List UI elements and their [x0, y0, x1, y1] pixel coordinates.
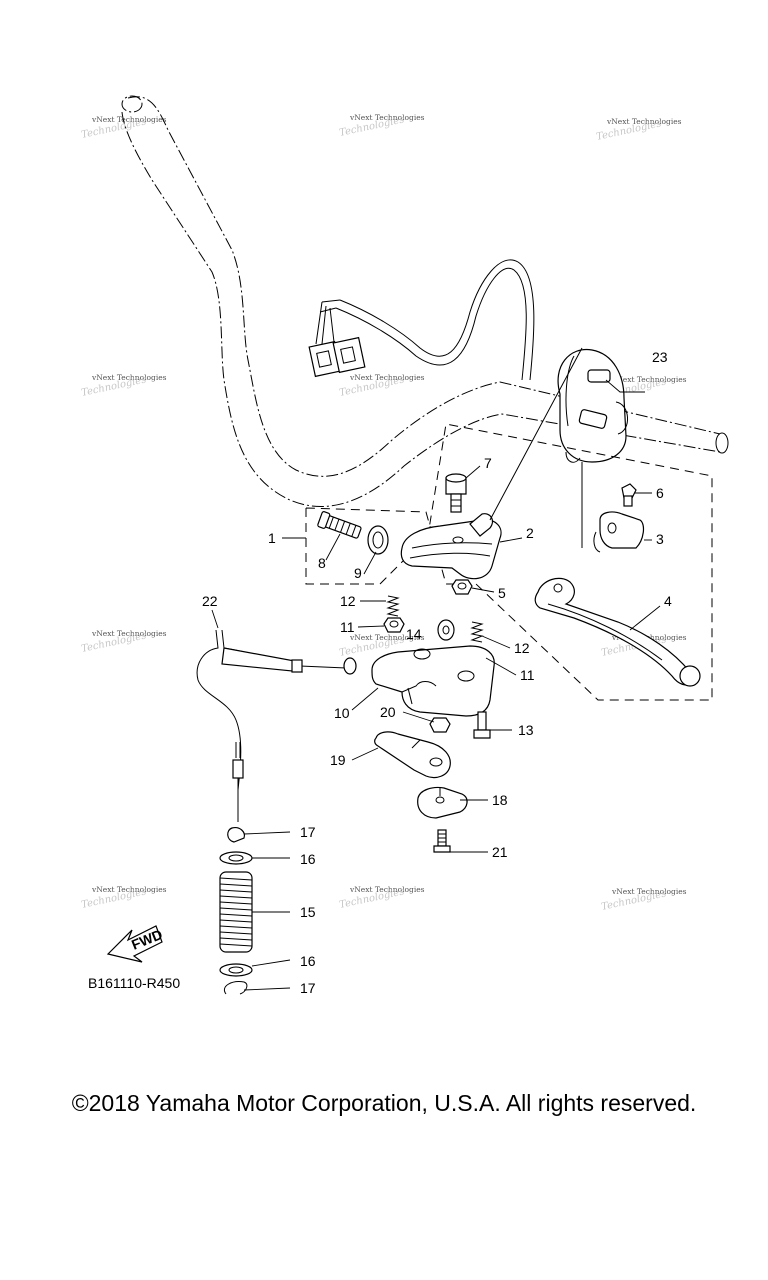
watermark-text: vNext Technologies [91, 115, 167, 124]
watermark-text: vNext Technologies [91, 373, 167, 382]
callout-4: 4 [664, 593, 672, 609]
handlebar-switch [557, 348, 628, 463]
part-18-plate [417, 786, 468, 819]
callout-20: 20 [380, 704, 396, 720]
watermarks: vNext Technologies Technologies vNext Te… [80, 113, 686, 913]
callout-7: 7 [484, 455, 492, 471]
callout-12a: 12 [340, 593, 356, 609]
part-19-arm [374, 731, 451, 779]
callout-16a: 16 [300, 851, 316, 867]
watermark-text: vNext Technologies [91, 885, 167, 894]
watermark: vNext Technologies Technologies [80, 885, 166, 911]
coupler [308, 301, 366, 378]
callout-17b: 17 [300, 980, 316, 996]
leader-lines [211, 379, 661, 991]
part-17-clip [224, 827, 248, 995]
part-12-spring [386, 595, 484, 643]
callouts: 1 2 3 4 5 6 7 8 9 10 11 11 12 12 13 14 1… [202, 349, 672, 996]
part-4-lever [534, 577, 701, 687]
part-5-nut [451, 579, 473, 595]
callout-8: 8 [318, 555, 326, 571]
callout-2: 2 [526, 525, 534, 541]
callout-23: 23 [652, 349, 668, 365]
assembly-line [489, 347, 583, 548]
part-22-cable [196, 629, 357, 822]
watermark: vNext Technologies Technologies [600, 887, 686, 913]
callout-11a: 11 [340, 619, 355, 635]
watermark-text: vNext Technologies [349, 885, 425, 894]
callout-9: 9 [354, 565, 362, 581]
watermark: vNext Technologies Technologies [338, 373, 424, 399]
part-16-washer [219, 851, 253, 977]
watermark: vNext Technologies Technologies [80, 629, 166, 655]
callout-17a: 17 [300, 824, 316, 840]
watermark-text: vNext Technologies [349, 633, 425, 642]
part-15-spring [219, 871, 253, 953]
callout-18: 18 [492, 792, 508, 808]
watermark: vNext Technologies Technologies [338, 885, 424, 911]
callout-3: 3 [656, 531, 664, 547]
fwd-arrow: FWD [106, 925, 165, 963]
callout-11b: 11 [520, 667, 535, 683]
watermark: vNext Technologies Technologies [80, 373, 166, 399]
callout-15: 15 [300, 904, 316, 920]
watermark-text: vNext Technologies [91, 629, 167, 638]
copyright-notice: ©2018 Yamaha Motor Corporation, U.S.A. A… [71, 1090, 697, 1116]
callout-12b: 12 [514, 640, 530, 656]
callout-19: 19 [330, 752, 346, 768]
watermark: vNext Technologies Technologies [595, 117, 681, 143]
callout-22: 22 [202, 593, 218, 609]
callout-5: 5 [498, 585, 506, 601]
diagram-code: B161110-R450 [88, 975, 180, 991]
watermark-text: vNext Technologies [606, 117, 682, 126]
part-9-adjuster-knob [367, 525, 389, 555]
callout-1: 1 [268, 530, 276, 546]
part-3-holder-clamp [593, 511, 645, 553]
callout-10: 10 [334, 705, 350, 721]
part-8-adjuster-bolt [317, 511, 362, 539]
callout-14: 14 [406, 626, 422, 642]
callout-6: 6 [656, 485, 664, 501]
part-21-bolt [433, 829, 451, 853]
callout-21: 21 [492, 844, 508, 860]
part-14-bushing [437, 619, 455, 641]
callout-13: 13 [518, 722, 534, 738]
watermark-text: vNext Technologies [349, 113, 425, 122]
part-2-lever-holder [400, 513, 502, 580]
handlebar-outline [121, 95, 729, 507]
watermark-text: vNext Technologies [349, 373, 425, 382]
part-7-pivot-bolt [445, 473, 467, 513]
subassembly-boundary [305, 423, 713, 701]
watermark: vNext Technologies Technologies [338, 113, 424, 139]
watermark-text: vNext Technologies [611, 887, 687, 896]
part-20-nut [429, 717, 451, 733]
switch-wire-harness [308, 259, 535, 381]
part-6-screw [621, 483, 637, 507]
callout-16b: 16 [300, 953, 316, 969]
watermark-text: vNext Technologies [611, 375, 687, 384]
part-13-bolt [473, 711, 491, 739]
